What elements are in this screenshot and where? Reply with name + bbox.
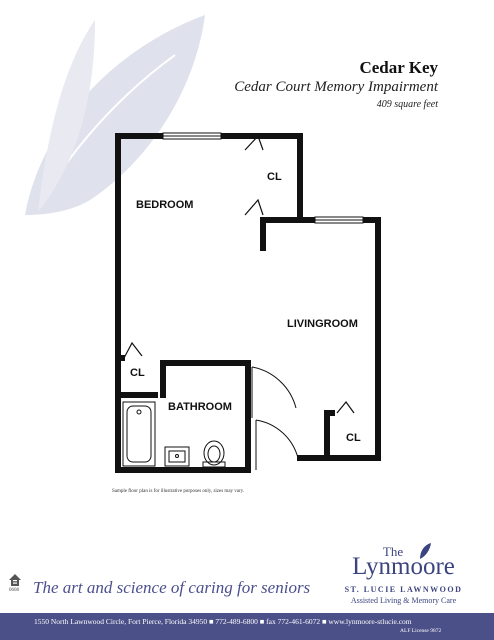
footer-address: 1550 North Lawnwood Circle, Fort Pierce,…: [34, 617, 412, 626]
logo-name: Lynmoore: [352, 553, 455, 580]
closet-label-left: CL: [130, 367, 145, 379]
equal-housing-icon: [9, 574, 21, 586]
room-label-bedroom: BEDROOM: [136, 199, 194, 211]
logo-the: The: [382, 544, 404, 559]
tagline: The art and science of caring for senior…: [33, 578, 311, 597]
room-label-bathroom: BATHROOM: [168, 401, 232, 413]
unit-title: Cedar Key: [359, 58, 438, 77]
unit-subtitle: Cedar Court Memory Impairment: [234, 79, 438, 95]
leaf-logo-icon: [420, 543, 431, 559]
room-label-livingroom: LIVINGROOM: [287, 318, 358, 330]
logo-tagline: Assisted Living & Memory Care: [350, 596, 457, 605]
logo-location: ST. LUCIE LAWNWOOD: [344, 585, 463, 594]
footer-license: ALF License 9872: [400, 628, 442, 634]
footer-bar: [0, 613, 494, 640]
closet-label-right: CL: [346, 432, 361, 444]
square-feet: 409 square feet: [376, 99, 438, 110]
closet-label-top: CL: [267, 171, 282, 183]
disclaimer: Sample floor plan is for illustrative pu…: [112, 489, 245, 494]
equal-housing-code: 0608: [9, 588, 19, 593]
